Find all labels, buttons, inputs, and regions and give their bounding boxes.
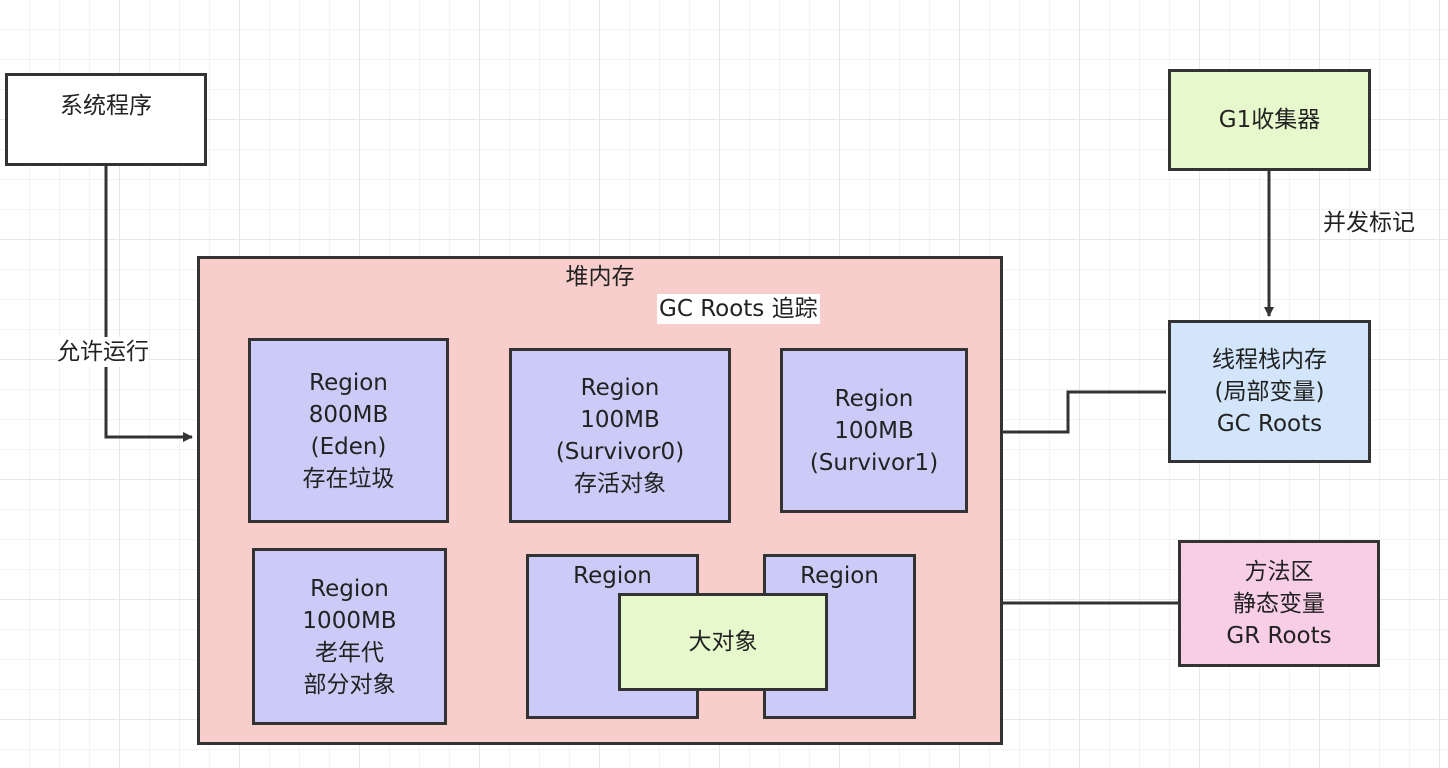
thread-stack-line-3: GC Roots — [1216, 410, 1323, 437]
thread-stack-node: 线程栈内存 (局部变量) GC Roots — [1168, 320, 1371, 463]
eden-line-1: Region — [309, 369, 388, 396]
heap-title: 堆内存 — [565, 264, 635, 290]
survivor0-region: Region 100MB (Survivor0) 存活对象 — [509, 348, 731, 523]
eden-line-3: (Eden) — [310, 433, 387, 460]
survivor0-line-2: 100MB — [580, 406, 660, 433]
thread-stack-line-2: (局部变量) — [1214, 378, 1325, 405]
method-area-line-3: GR Roots — [1226, 622, 1332, 649]
method-area-line-2: 静态变量 — [1233, 590, 1325, 617]
g1-collector-label: G1收集器 — [1218, 107, 1321, 133]
large-object-label: 大对象 — [688, 629, 758, 655]
survivor1-line-1: Region — [834, 385, 914, 412]
old-gen-line-2: 1000MB — [302, 607, 397, 634]
old-gen-line-4: 部分对象 — [303, 671, 396, 698]
survivor1-line-2: 100MB — [834, 417, 914, 444]
gc-roots-trace-label: GC Roots 追踪 — [657, 294, 820, 324]
system-program-label: 系统程序 — [60, 93, 152, 119]
allow-run-arrow — [104, 166, 193, 442]
humongous-region-a-label: Region — [573, 563, 652, 589]
method-area-node: 方法区 静态变量 GR Roots — [1178, 540, 1380, 667]
g1-collector-node: G1收集器 — [1168, 69, 1371, 171]
survivor0-line-3: (Survivor0) — [555, 438, 685, 465]
large-object-node: 大对象 — [618, 593, 828, 691]
eden-line-4: 存在垃圾 — [302, 465, 395, 492]
survivor0-line-4: 存活对象 — [574, 470, 666, 497]
old-gen-line-1: Region — [310, 575, 389, 602]
old-gen-region: Region 1000MB 老年代 部分对象 — [252, 548, 447, 725]
humongous-region-b-label: Region — [800, 563, 879, 589]
survivor0-line-1: Region — [580, 374, 660, 401]
thread-stack-line-1: 线程栈内存 — [1212, 346, 1327, 373]
eden-line-2: 800MB — [308, 401, 389, 428]
eden-region: Region 800MB (Eden) 存在垃圾 — [248, 338, 449, 523]
survivor1-region: Region 100MB (Survivor1) — [780, 348, 968, 513]
system-program-node: 系统程序 — [5, 73, 207, 166]
old-gen-line-3: 老年代 — [315, 639, 384, 666]
concurrent-mark-label: 并发标记 — [1323, 210, 1415, 236]
thread-stack-arrow — [974, 390, 1166, 437]
survivor1-line-3: (Survivor1) — [809, 449, 939, 476]
method-area-line-1: 方法区 — [1244, 558, 1314, 585]
allow-run-label: 允许运行 — [57, 337, 149, 367]
